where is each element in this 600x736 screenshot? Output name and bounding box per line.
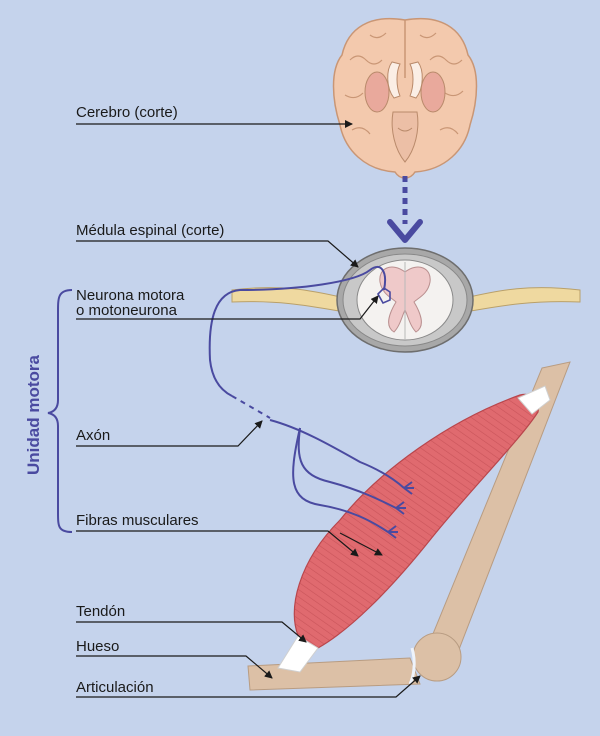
descending-pathway-arrow	[387, 176, 423, 243]
label-motor-unit: Unidad motora	[24, 355, 43, 475]
label-muscle-fibers: Fibras musculares	[76, 512, 199, 529]
elbow-joint	[408, 632, 462, 685]
motor-neuron	[208, 265, 391, 397]
label-axon: Axón	[76, 427, 111, 444]
label-motor-neuron-line1: Neurona motora	[76, 287, 185, 304]
brain-section	[332, 17, 478, 179]
label-motor-neuron-line2: o motoneurona	[76, 302, 177, 319]
label-brain: Cerebro (corte)	[76, 104, 178, 121]
spinal-cord-section	[231, 247, 581, 353]
label-joint: Articulación	[76, 679, 154, 696]
label-bone: Hueso	[76, 638, 120, 655]
motor-unit-bracket	[47, 289, 73, 533]
axon	[231, 395, 414, 539]
leader-lines	[76, 120, 421, 698]
muscle	[277, 385, 551, 673]
label-tendon: Tendón	[76, 603, 126, 620]
label-spinal-cord: Médula espinal (corte)	[76, 222, 225, 239]
